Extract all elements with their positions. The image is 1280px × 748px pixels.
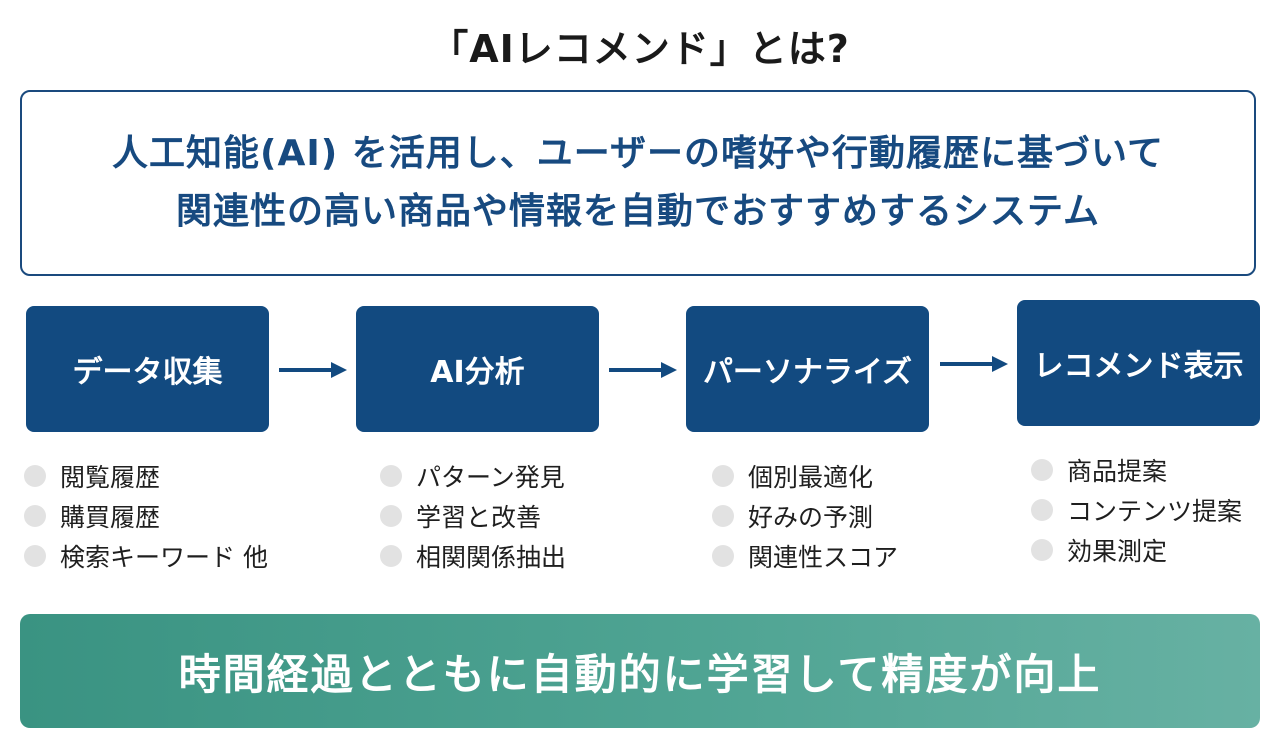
bullet-dot-icon xyxy=(24,545,46,567)
bullet-dot-icon xyxy=(712,505,734,527)
list-item: 閲覧履歴 xyxy=(24,456,268,496)
bullet-dot-icon xyxy=(380,465,402,487)
bullet-dot-icon xyxy=(1031,499,1053,521)
definition-line-2: 関連性の高い商品や情報を自動でおすすめするシステム xyxy=(176,191,1100,232)
list-item: 商品提案 xyxy=(1031,450,1242,490)
definition-line-1: 人工知能(AI) を活用し、ユーザーの嗜好や行動履歴に基づいて xyxy=(112,133,1164,174)
list-item: 関連性スコア xyxy=(712,536,898,576)
list-item: 学習と改善 xyxy=(380,496,566,536)
step-4-bullet-list: 商品提案 コンテンツ提案 効果測定 xyxy=(1031,450,1242,570)
page-title: 「AIレコメンド」とは? xyxy=(430,27,850,71)
summary-banner-text: 時間経過とともに自動的に学習して精度が向上 xyxy=(178,649,1102,699)
list-item: 検索キーワード 他 xyxy=(24,536,268,576)
list-item: 個別最適化 xyxy=(712,456,898,496)
bullet-dot-icon xyxy=(712,465,734,487)
bullet-dot-icon xyxy=(24,465,46,487)
step-recommend-display: レコメンド表示 xyxy=(1017,300,1260,426)
bullet-dot-icon xyxy=(1031,459,1053,481)
step-1-bullet-list: 閲覧履歴 購買履歴 検索キーワード 他 xyxy=(24,456,268,576)
step-3-bullet-list: 個別最適化 好みの予測 関連性スコア xyxy=(712,456,898,576)
list-item: 効果測定 xyxy=(1031,530,1242,570)
bullet-dot-icon xyxy=(380,545,402,567)
summary-banner: 時間経過とともに自動的に学習して精度が向上 xyxy=(20,614,1260,728)
arrow-right-icon xyxy=(609,362,677,378)
list-item: 相関関係抽出 xyxy=(380,536,566,576)
step-ai-analysis: AI分析 xyxy=(356,306,599,432)
step-personalize: パーソナライズ xyxy=(686,306,929,432)
step-2-bullet-list: パターン発見 学習と改善 相関関係抽出 xyxy=(380,456,566,576)
arrow-right-icon xyxy=(940,356,1008,372)
bullet-dot-icon xyxy=(24,505,46,527)
bullet-dot-icon xyxy=(1031,539,1053,561)
bullet-dot-icon xyxy=(712,545,734,567)
bullet-dot-icon xyxy=(380,505,402,527)
definition-box: 人工知能(AI) を活用し、ユーザーの嗜好や行動履歴に基づいて 関連性の高い商品… xyxy=(20,90,1256,276)
list-item: 購買履歴 xyxy=(24,496,268,536)
list-item: 好みの予測 xyxy=(712,496,898,536)
arrow-right-icon xyxy=(279,362,347,378)
step-data-collection: データ収集 xyxy=(26,306,269,432)
list-item: パターン発見 xyxy=(380,456,566,496)
list-item: コンテンツ提案 xyxy=(1031,490,1242,530)
